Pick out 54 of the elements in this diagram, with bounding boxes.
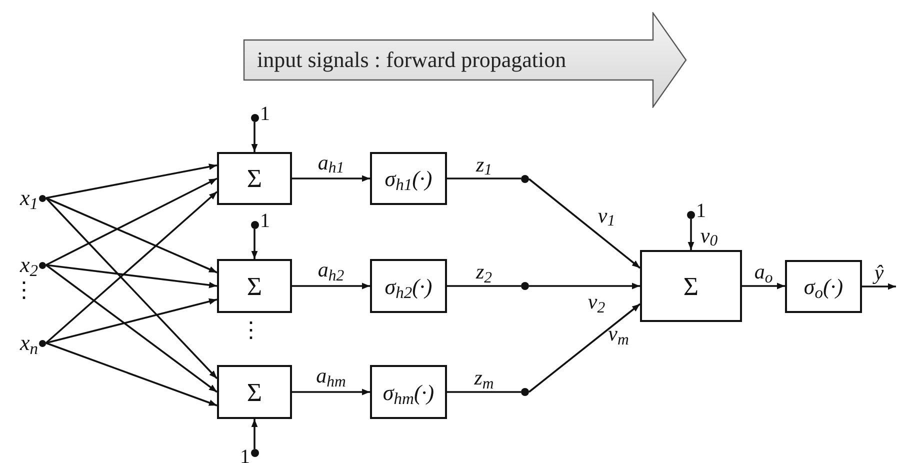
input-label: x$_{2}$ [20, 254, 38, 276]
arrow [46, 178, 218, 266]
arrow [251, 419, 258, 449]
arrow [292, 282, 370, 290]
arrow [251, 229, 258, 259]
edge-label: a$_{o}$ [754, 262, 773, 282]
arrow [46, 342, 218, 406]
summation-box: Σ [640, 250, 742, 322]
connector-line [447, 178, 521, 180]
activation-box: σ$_{h2}$(·) [370, 259, 447, 313]
edge-label: z$_{1}$ [476, 154, 492, 175]
input-label: x$_{1}$ [20, 187, 38, 209]
bias-label: 1 [260, 106, 270, 122]
arrow [46, 264, 218, 288]
arrow [862, 283, 896, 290]
arrow [46, 197, 218, 274]
arrow [292, 175, 370, 182]
arrow [529, 282, 640, 290]
edge-label: a$_{hm}$ [316, 366, 346, 386]
arrow [45, 191, 218, 344]
edge-label: v$_{1}$ [598, 205, 616, 226]
arrow [251, 122, 258, 152]
connector-line [447, 391, 521, 393]
connector-line [447, 285, 521, 287]
activation-box: σ$_{o}$(·) [785, 260, 862, 313]
vertical-ellipsis: ⋮ [13, 279, 35, 301]
arrow [45, 264, 218, 393]
vertical-ellipsis: ⋮ [240, 319, 262, 341]
edge-label: ŷ [874, 262, 884, 283]
arrow [742, 282, 785, 290]
summation-box: Σ [217, 259, 292, 313]
edge-label: v$_{2}$ [588, 292, 606, 312]
bias-label: 1 [696, 203, 706, 219]
arrow [45, 197, 218, 380]
edge-label: v$_{m}$ [608, 324, 629, 344]
edge-label: v$_{0}$ [700, 225, 718, 246]
input-label: x$_{n}$ [20, 332, 38, 354]
edge-label: a$_{h2}$ [318, 260, 344, 280]
bias-label: 1 [240, 449, 250, 463]
activation-box: σ$_{h1}$(·) [370, 152, 447, 205]
summation-box: Σ [217, 365, 292, 419]
bias-label: 1 [260, 213, 270, 229]
activation-box: σ$_{hm}$(·) [370, 365, 447, 419]
arrow [46, 164, 218, 199]
arrow [46, 298, 218, 344]
summation-box: Σ [217, 152, 292, 205]
arrow [528, 178, 641, 269]
arrow [688, 219, 694, 250]
edge-label: z$_{2}$ [476, 262, 492, 282]
banner-text: input signals : forward propagation [257, 46, 566, 74]
edge-label: a$_{h1}$ [318, 152, 344, 173]
arrow [528, 303, 641, 393]
edge-label: z$_{m}$ [474, 368, 494, 388]
arrow [292, 388, 370, 396]
